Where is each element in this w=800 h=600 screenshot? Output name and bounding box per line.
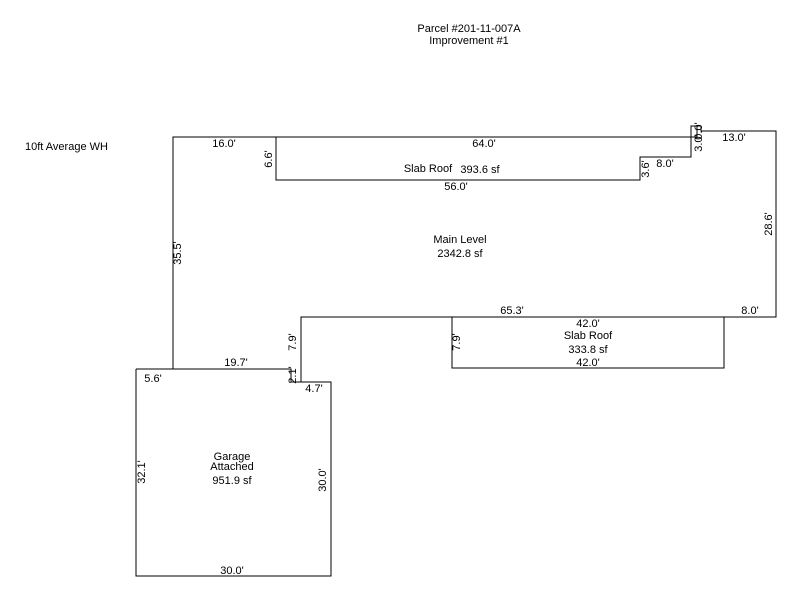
dim-main-jog: 2.1' xyxy=(287,366,299,383)
slab-roof-right-area: 333.8 sf xyxy=(568,344,608,356)
dim-main-bottom-left: 19.7' xyxy=(224,357,248,369)
dim-roof-top-step-run: 8.0' xyxy=(656,158,673,170)
garage-outline xyxy=(135,368,332,577)
dim-garage-top-left: 5.6' xyxy=(144,373,161,385)
dim-garage-left: 32.1' xyxy=(136,460,148,484)
dim-garage-right: 30.0' xyxy=(317,468,329,492)
main-level-area: 2342.8 sf xyxy=(437,248,483,260)
dim-main-step-left: 7.9' xyxy=(287,333,299,350)
dim-main-top-left: 16.0' xyxy=(212,138,236,150)
garage-label-line2: Attached xyxy=(210,461,253,473)
slab-roof-top-label: Slab Roof xyxy=(404,163,453,175)
dim-roof-top-top: 64.0' xyxy=(472,138,496,150)
dim-main-bottom-mid: 65.3' xyxy=(500,305,524,317)
dim-roof-top-left: 6.6' xyxy=(263,150,275,167)
dim-notch-left: 3.0' xyxy=(693,134,705,151)
dim-main-bottom-right: 8.0' xyxy=(741,305,758,317)
dim-roof-top-step: 3.6' xyxy=(640,160,652,177)
dim-main-left: 35.5' xyxy=(172,241,184,265)
slab-roof-top-area: 393.6 sf xyxy=(460,164,500,176)
dim-notch-right: 0.0' xyxy=(693,122,705,139)
dim-roof-right-left: 7.9' xyxy=(451,333,463,350)
slab-roof-top-outline xyxy=(275,125,697,181)
slab-roof-right-outline xyxy=(451,317,725,369)
slab-roof-right-label: Slab Roof xyxy=(564,330,613,342)
main-level-label: Main Level xyxy=(433,234,486,246)
wall-height-note: 10ft Average WH xyxy=(25,141,108,153)
dim-roof-right-top: 42.0' xyxy=(576,318,600,330)
parcel-number: Parcel #201-11-007A xyxy=(417,23,521,35)
dim-main-top-right: 13.0' xyxy=(722,132,746,144)
dim-main-right: 28.6' xyxy=(763,212,775,236)
dim-garage-bottom: 30.0' xyxy=(220,565,244,577)
garage-label-line1: Garage xyxy=(214,451,251,463)
dim-roof-top-bottom: 56.0' xyxy=(444,181,468,193)
garage-area: 951.9 sf xyxy=(212,475,252,487)
improvement-label: Improvement #1 xyxy=(429,35,508,47)
dim-roof-right-bottom: 42.0' xyxy=(576,357,600,369)
dim-garage-top-right: 4.7' xyxy=(305,383,322,395)
